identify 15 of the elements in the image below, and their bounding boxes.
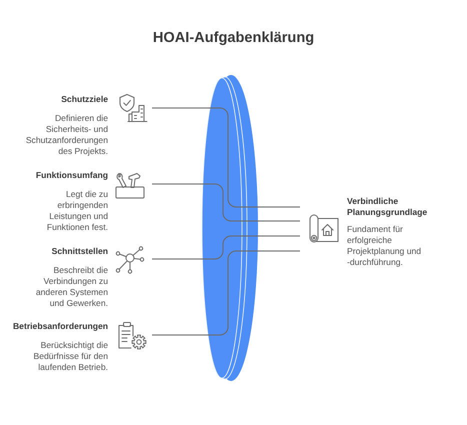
diagram-title: HOAI-Aufgabenklärung [152,30,314,46]
description-text: Definieren die Sicherheits- und Schutzanforderungen des Projekts. [24,113,108,157]
connector-line [152,184,300,222]
section-heading: Betriebsanforderungen [12,321,108,332]
section-heading: Funktionsumfang [36,170,108,181]
connector-line [152,236,300,260]
description-text: Fundament für erfolgreiche Projektplanung und -durchführung. [347,224,422,268]
description-text: Berücksichtigt die Bedürfnisse für den laufenden Betrieb. [32,340,108,373]
section-heading: Schnittstellen [52,246,108,257]
section-heading: Verbindliche Planungsgrundlage [347,196,428,218]
connector-line [152,108,300,208]
description-text: Legt die zu erbringenden Leistungen und Funktionen fest. [46,189,108,233]
connector-line [152,250,300,336]
section-heading: Schutzziele [61,94,108,105]
description-text: Beschreibt die Verbindungen zu anderen Systemen und Gewerken. [34,265,108,309]
